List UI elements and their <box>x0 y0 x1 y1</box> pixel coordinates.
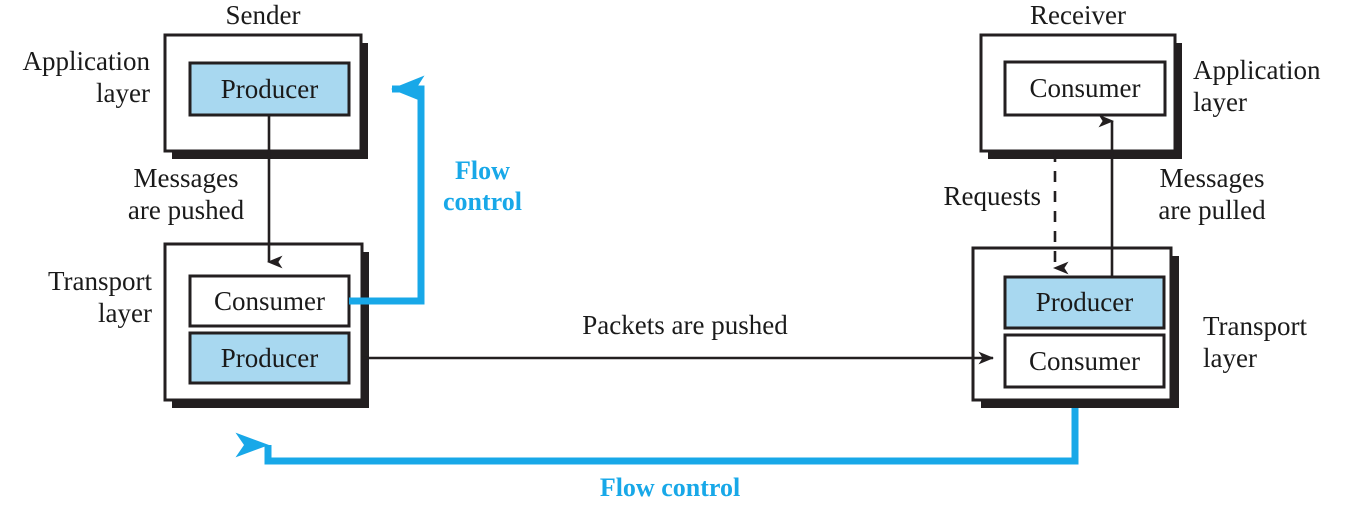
sender-transport-consumer-rect <box>188 274 351 328</box>
sender-transport-producer-rect <box>188 331 351 385</box>
sender-transport-layer-label: Transport layer <box>47 266 152 328</box>
receiver-transport-consumer-rect <box>1003 333 1166 389</box>
lower-flow-control-label: Flow control <box>599 473 741 502</box>
receiver-transport-layer-group <box>971 246 1179 408</box>
receiver-application-consumer-rect <box>1003 60 1167 117</box>
receiver-application-layer-label: Application layer <box>1193 55 1321 117</box>
messages-pushed-label: Messages are pushed <box>127 163 245 225</box>
receiver-title: Receiver <box>1030 0 1126 30</box>
receiver-application-layer-group <box>979 33 1182 159</box>
messages-pulled-label: Messages are pulled <box>1158 163 1266 225</box>
lower-flow-control-arrow <box>235 408 1079 465</box>
sender-transport-layer-group <box>163 242 369 408</box>
packets-pushed-label: Packets are pushed <box>582 310 788 340</box>
receiver-transport-producer-rect <box>1003 275 1166 330</box>
sender-application-producer-rect <box>188 61 351 117</box>
upper-flow-control-label: Flow control <box>443 156 522 216</box>
sender-application-layer-group <box>163 33 368 159</box>
upper-flow-control-arrow <box>349 75 425 305</box>
requests-label: Requests <box>943 181 1042 211</box>
receiver-transport-layer-label: Transport layer <box>1203 311 1308 373</box>
sender-application-layer-label: Application layer <box>22 46 150 108</box>
sender-title: Sender <box>225 0 301 30</box>
